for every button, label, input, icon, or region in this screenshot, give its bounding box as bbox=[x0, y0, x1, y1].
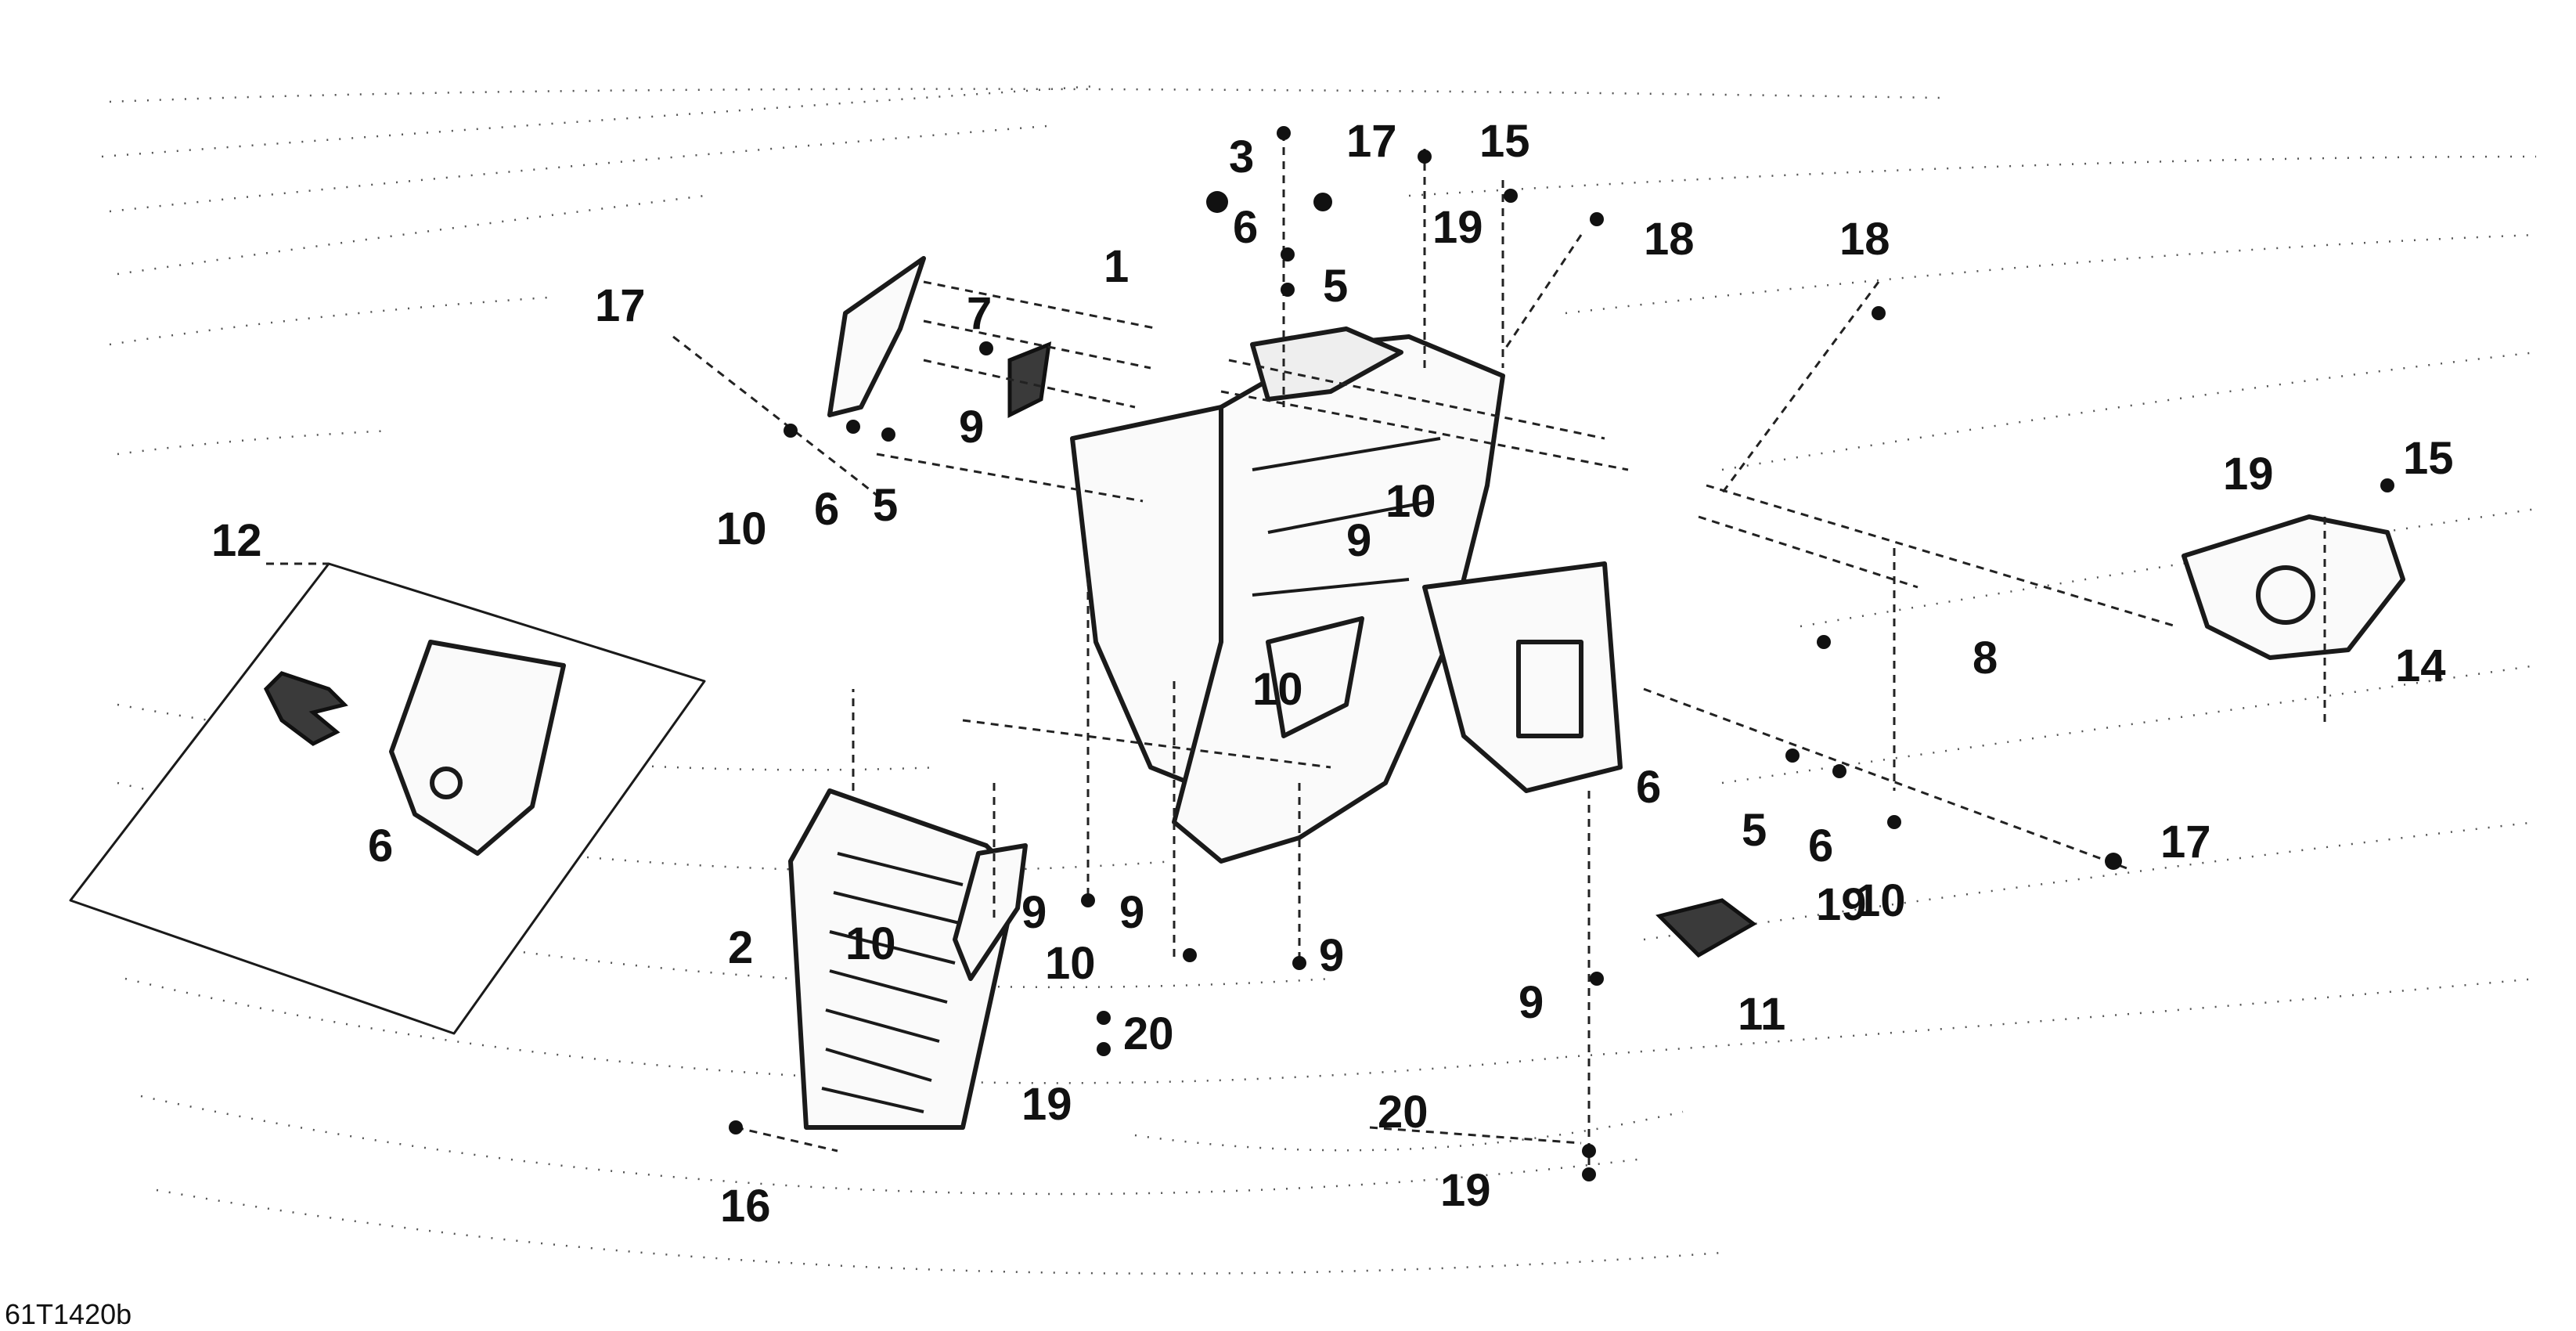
callout-19: 19 bbox=[2223, 449, 2274, 500]
callout-6: 6 bbox=[1636, 762, 1661, 813]
callout-10: 10 bbox=[1385, 476, 1436, 527]
callout-6: 6 bbox=[1233, 202, 1258, 253]
callout-6: 6 bbox=[1808, 821, 1833, 871]
callout-labels: 1 2 3 5 5 5 6 6 6 6 6 7 8 9 9 9 9 9 9 10… bbox=[211, 116, 2454, 1232]
part-11-bracket bbox=[1655, 898, 1757, 958]
callout-1: 1 bbox=[1104, 241, 1129, 292]
callout-9: 9 bbox=[959, 402, 984, 453]
callout-14: 14 bbox=[2395, 640, 2446, 691]
leader-lines bbox=[266, 133, 2326, 1174]
callout-5: 5 bbox=[1323, 261, 1348, 312]
callout-10: 10 bbox=[845, 918, 896, 969]
callout-11: 11 bbox=[1738, 989, 1785, 1040]
callout-8: 8 bbox=[1973, 633, 1998, 684]
part-14-side-cover bbox=[2181, 514, 2405, 660]
callout-7: 7 bbox=[967, 288, 992, 339]
callout-9: 9 bbox=[1021, 887, 1047, 938]
callout-6: 6 bbox=[814, 484, 839, 535]
callout-19: 19 bbox=[1021, 1079, 1072, 1130]
callout-10: 10 bbox=[716, 503, 767, 554]
callout-19: 19 bbox=[1440, 1165, 1491, 1216]
part-12-decal-sheet bbox=[69, 562, 706, 1035]
callout-12: 12 bbox=[211, 515, 262, 566]
callout-19: 19 bbox=[1816, 879, 1867, 930]
callout-5: 5 bbox=[1742, 805, 1767, 856]
callout-10: 10 bbox=[1045, 938, 1096, 989]
callout-6: 6 bbox=[368, 821, 393, 871]
callout-15: 15 bbox=[1479, 116, 1530, 167]
callout-9: 9 bbox=[1346, 515, 1371, 566]
callout-9: 9 bbox=[1119, 887, 1144, 938]
callout-16: 16 bbox=[720, 1181, 771, 1232]
callout-20: 20 bbox=[1378, 1087, 1429, 1138]
callout-15: 15 bbox=[2403, 433, 2454, 484]
callout-3: 3 bbox=[1229, 132, 1254, 182]
callout-17: 17 bbox=[1346, 116, 1397, 167]
part-2-front-grille bbox=[788, 788, 1028, 1130]
fastener-dots bbox=[729, 126, 2394, 1181]
callout-10: 10 bbox=[1252, 664, 1303, 715]
callout-18: 18 bbox=[1839, 214, 1890, 265]
callout-17: 17 bbox=[2160, 817, 2211, 867]
callout-5: 5 bbox=[873, 480, 898, 531]
callout-18: 18 bbox=[1644, 214, 1695, 265]
front-fascia-body bbox=[1070, 326, 1623, 864]
drawing-code: 61T1420b bbox=[5, 1298, 132, 1330]
background-stipple bbox=[101, 85, 2537, 1275]
callout-9: 9 bbox=[1519, 977, 1544, 1028]
callout-20: 20 bbox=[1123, 1008, 1174, 1059]
callout-2: 2 bbox=[728, 922, 753, 973]
part-1-light-lens bbox=[827, 256, 1052, 419]
callout-19: 19 bbox=[1432, 202, 1483, 253]
callout-17: 17 bbox=[595, 280, 646, 331]
callout-10: 10 bbox=[1855, 875, 1906, 926]
callout-9: 9 bbox=[1319, 930, 1344, 981]
